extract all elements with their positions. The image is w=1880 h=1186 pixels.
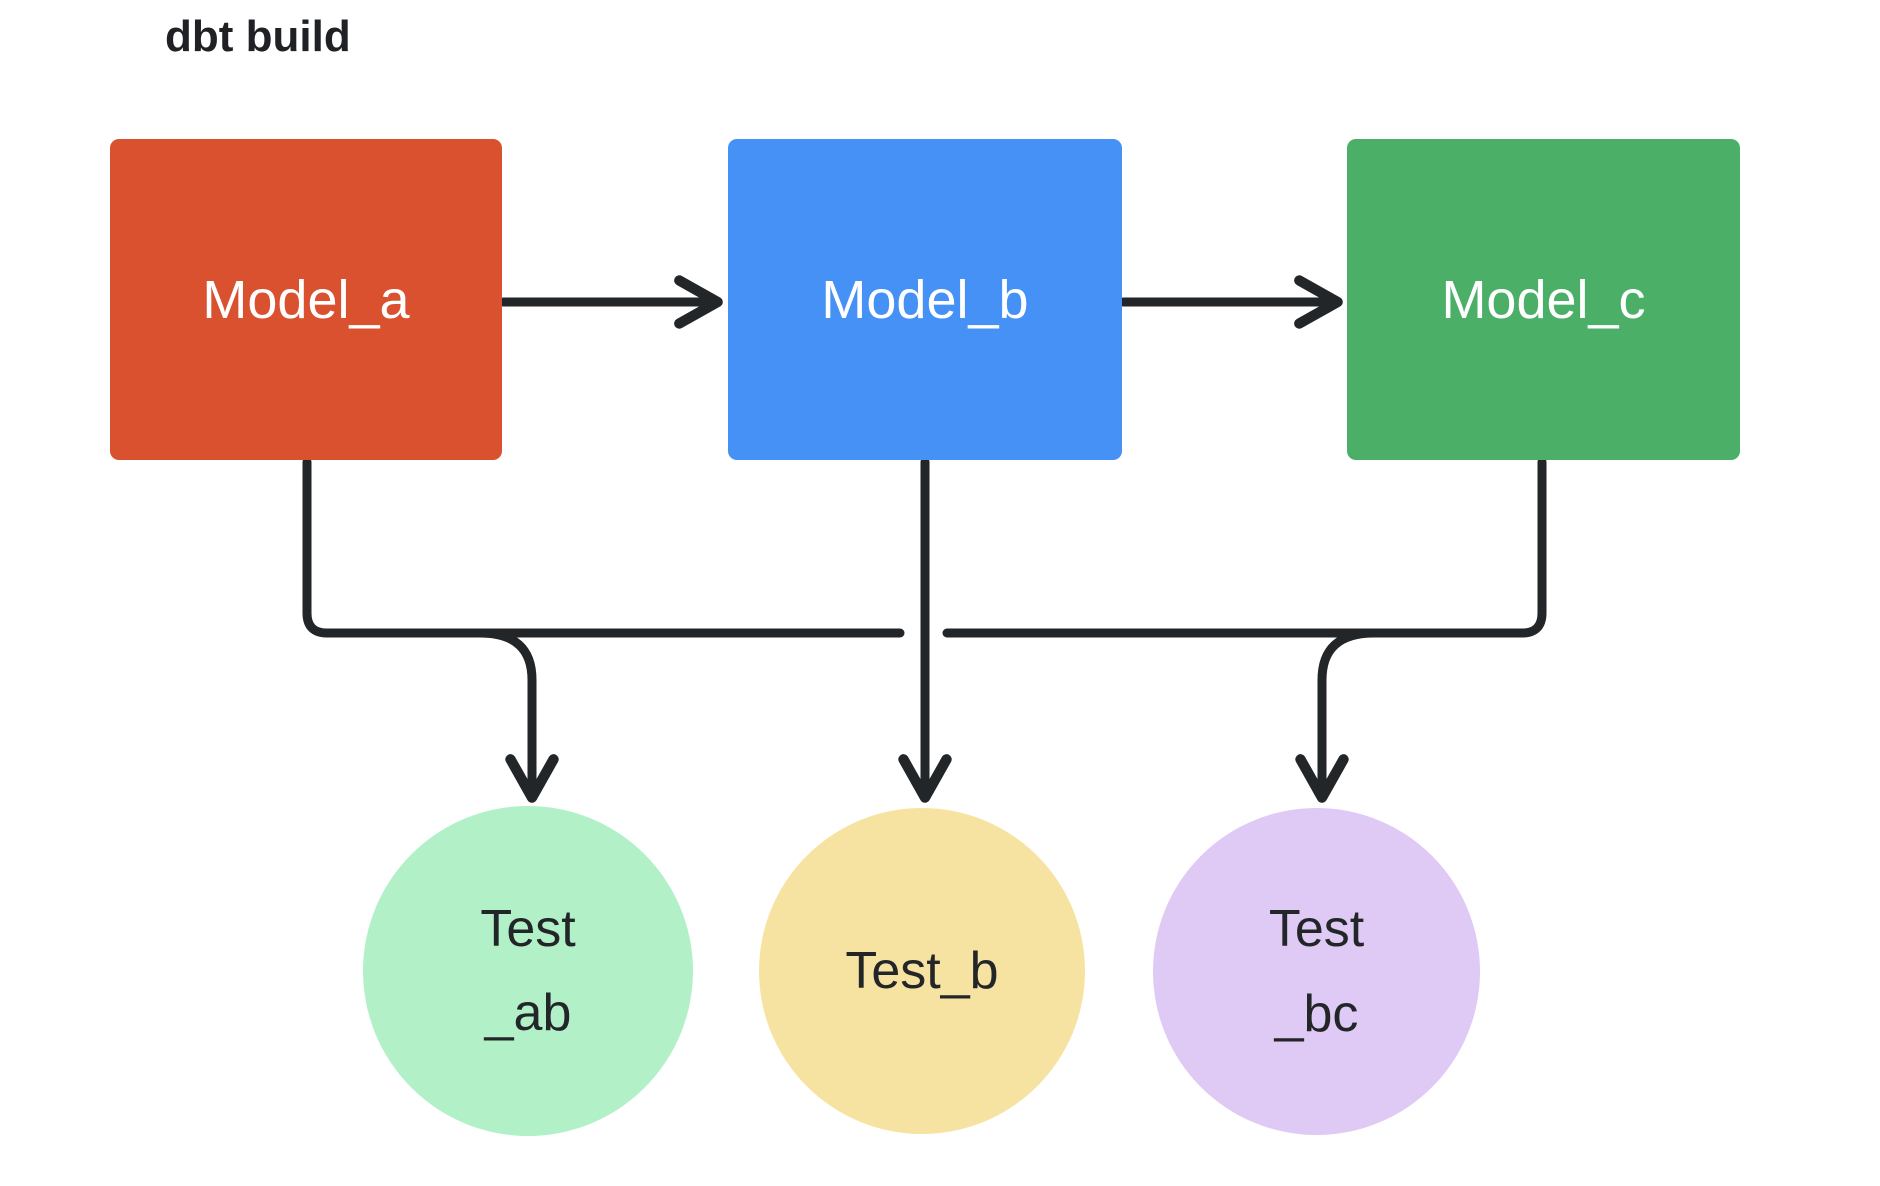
node-test-ab[interactable]: Test _ab	[363, 806, 693, 1136]
node-model-c-label: Model_c	[1441, 269, 1646, 330]
edge-model-c-to-bus	[942, 457, 1547, 638]
node-test-b[interactable]: Test_b	[759, 808, 1085, 1134]
edge-bus-to-test-bc	[1295, 628, 1379, 803]
node-test-ab-label-line2: _ab	[484, 984, 572, 1042]
node-model-c[interactable]: Model_c	[1347, 139, 1740, 460]
node-test-bc[interactable]: Test _bc	[1153, 808, 1480, 1135]
node-test-bc-label-line1: Test	[1268, 900, 1365, 959]
node-test-b-label-line1: Test_b	[845, 941, 999, 1000]
node-model-b[interactable]: Model_b	[728, 139, 1122, 460]
edge-bus-to-test-ab	[475, 628, 559, 803]
node-model-b-label: Model_b	[821, 269, 1029, 330]
node-test-bc-label-line2: _bc	[1274, 984, 1359, 1043]
node-test-ab-label-line1: Test	[480, 899, 576, 958]
node-model-a-label: Model_a	[202, 269, 410, 330]
edge-model-a-to-bus	[302, 457, 905, 638]
node-model-a[interactable]: Model_a	[110, 139, 502, 460]
page-title: dbt build	[165, 12, 351, 61]
